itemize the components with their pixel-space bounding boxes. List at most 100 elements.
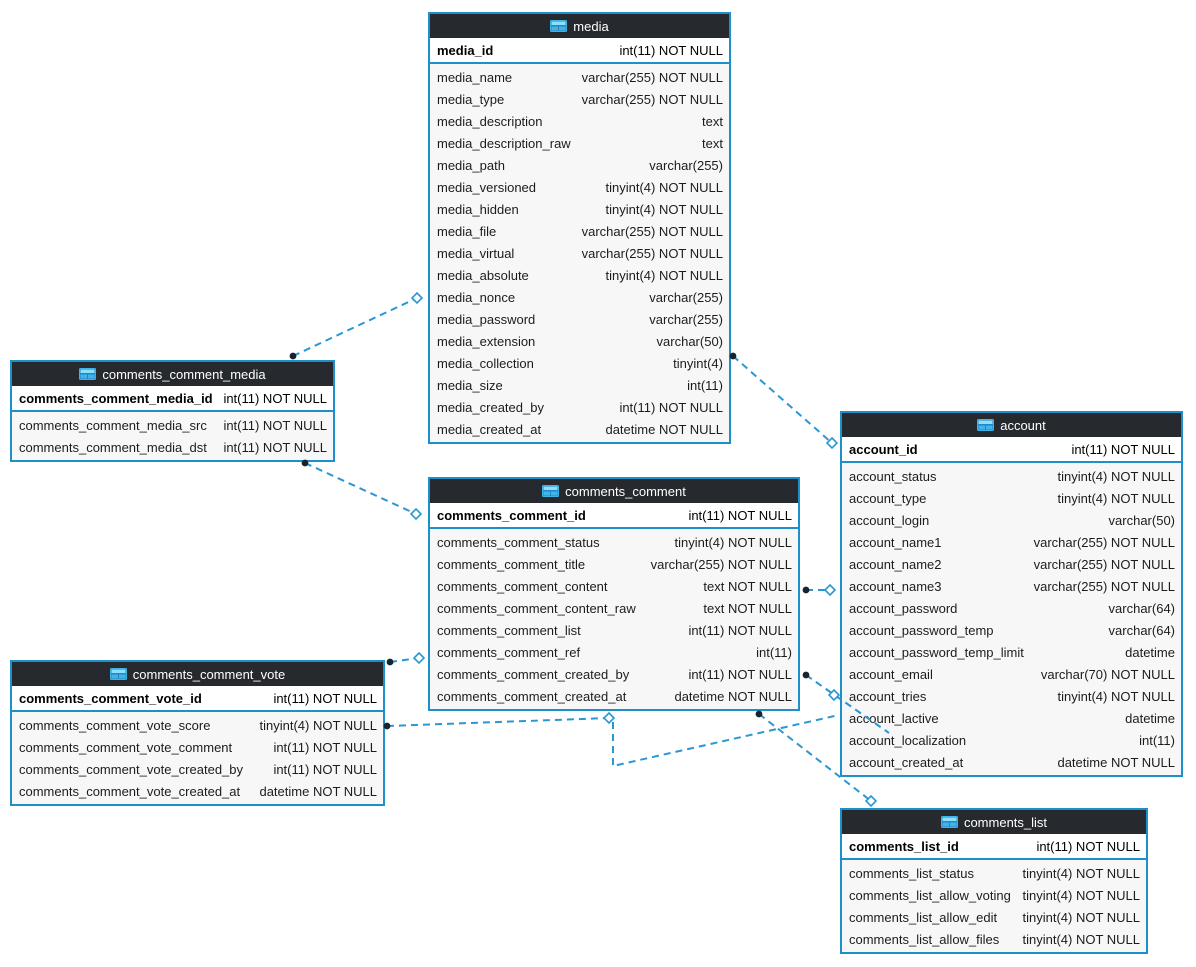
column-name: media_absolute (437, 267, 529, 283)
relationship-line-comments_comment_vote-to-comments_comment[interactable] (389, 657, 420, 663)
column-type: text (702, 135, 723, 151)
relationship-line-comments_comment_media-to-media[interactable] (292, 297, 418, 357)
relationship-line-comments_comment-to-account-routed[interactable] (612, 714, 840, 768)
column-type: tinyint(4) NOT NULL (1022, 909, 1140, 925)
table-header-comments_comment_media[interactable]: comments_comment_media (12, 362, 333, 386)
column-name: media_path (437, 157, 505, 173)
column-name: media_name (437, 69, 513, 85)
pk-column-type: int(11) NOT NULL (688, 507, 792, 523)
column-type: varchar(255) NOT NULL (581, 223, 723, 239)
column-row[interactable]: media_file varchar(255) NOT NULL (430, 220, 729, 242)
pk-column-type: int(11) NOT NULL (1036, 838, 1140, 854)
column-type: tinyint(4) (673, 355, 723, 371)
table-header-comments_list[interactable]: comments_list (842, 810, 1146, 834)
column-name: media_file (437, 223, 497, 239)
column-name: comments_comment_created_at (437, 688, 627, 704)
column-type: varchar(64) (1108, 622, 1175, 638)
column-type: varchar(255) NOT NULL (1033, 534, 1175, 550)
column-name: account_email (849, 666, 933, 682)
relationship-diamond-icon (825, 436, 839, 450)
table-header-media[interactable]: media (430, 14, 729, 38)
table-header-comments_comment[interactable]: comments_comment (430, 479, 798, 503)
table-icon (977, 419, 995, 431)
column-name: account_name3 (849, 578, 942, 594)
column-name: account_password_temp_limit (849, 644, 1024, 660)
table-header-account[interactable]: account (842, 413, 1181, 437)
column-type: tinyint(4) NOT NULL (1022, 887, 1140, 903)
relationship-line-media-to-account[interactable] (732, 355, 833, 444)
relationship-line-comments_comment_media-to-comments_comment[interactable] (304, 462, 417, 515)
table-title: account (1000, 417, 1046, 433)
column-type: datetime (1125, 710, 1175, 726)
relationship-line-comments_comment_vote-to-comments_comment-bottom[interactable] (386, 717, 610, 727)
column-name: media_extension (437, 333, 536, 349)
table-header-comments_comment_vote[interactable]: comments_comment_vote (12, 662, 383, 686)
column-type: int(11) NOT NULL (273, 761, 377, 777)
